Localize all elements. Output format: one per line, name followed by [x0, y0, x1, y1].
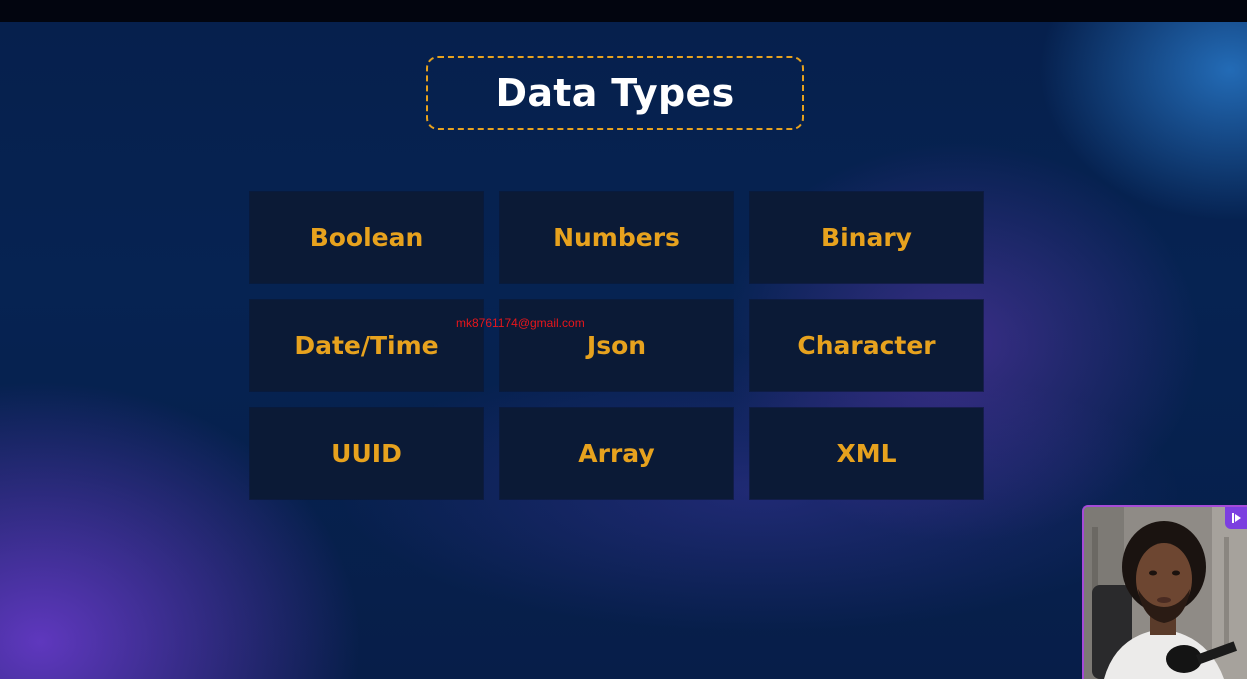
type-label: Boolean	[309, 223, 424, 252]
type-card-array: Array	[500, 408, 733, 499]
type-card-date-time: Date/Time	[250, 300, 483, 391]
type-label: Character	[797, 331, 936, 360]
type-card-uuid: UUID	[250, 408, 483, 499]
type-card-boolean: Boolean	[250, 192, 483, 283]
slide: Data Types Boolean Numbers Binary Date/T…	[0, 22, 1247, 679]
webcam-overlay	[1082, 505, 1247, 679]
type-card-numbers: Numbers	[500, 192, 733, 283]
top-bar	[0, 0, 1247, 22]
type-label: XML	[836, 439, 897, 468]
type-card-character: Character	[750, 300, 983, 391]
type-card-binary: Binary	[750, 192, 983, 283]
play-forward-icon[interactable]	[1225, 507, 1247, 529]
type-label: UUID	[331, 439, 402, 468]
type-label: Binary	[821, 223, 912, 252]
presenter-image	[1084, 507, 1247, 679]
email-watermark: mk8761174@gmail.com	[456, 316, 585, 330]
title-box: Data Types	[426, 56, 804, 130]
type-label: Date/Time	[294, 331, 439, 360]
type-label: Json	[586, 331, 647, 360]
data-types-grid: Boolean Numbers Binary Date/Time Json Ch…	[250, 192, 983, 500]
type-label: Numbers	[553, 223, 680, 252]
type-label: Array	[578, 439, 655, 468]
type-card-xml: XML	[750, 408, 983, 499]
type-card-json: Json	[500, 300, 733, 391]
slide-title: Data Types	[495, 71, 735, 115]
